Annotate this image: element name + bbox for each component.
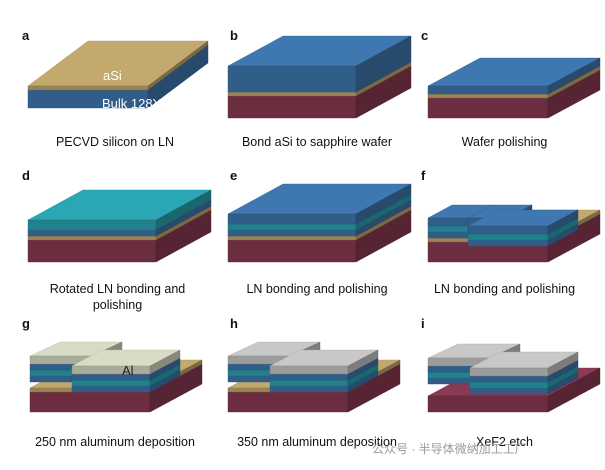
panel-e-layer-0-front [227,239,357,263]
panel-b-layer-2-side [355,35,412,93]
panel-d-layer-3-side [155,189,212,231]
panel-g-front-layer-3-front [71,365,151,375]
bulk-ln-layer-label: Bulk 128Y LN [102,96,182,111]
panel-d-layer-3-front [27,219,157,231]
panel-h-front-layer-1-front [269,379,349,387]
panel-b-layer-0-front [227,95,357,119]
panel-f-letter: f [421,168,426,183]
panel-g-base-layer-0-front [29,391,151,413]
panel-e-layer-3-front [227,223,357,231]
panel-i-letter: i [421,316,425,331]
panel-h-caption: 350 nm aluminum deposition [237,435,397,449]
panel-g-front-layer-0-front [71,385,151,393]
panel-g-letter: g [22,316,30,331]
panel-e-letter: e [230,168,238,183]
panel-h-front-layer-2-front [269,373,349,381]
panel-c-caption: Wafer polishing [461,135,548,149]
panel-i-front-layer-3-front [469,367,549,377]
panel-i-front-layer-1-front [469,381,549,389]
panel-c-layer-2-front [427,85,549,95]
panel-f-front-layer-1-front [467,233,549,241]
panel-i-front-layer-0-front [469,387,549,395]
panel-e-layer-2-front [227,229,357,237]
panel-i-base-layer-0-side [547,367,601,413]
panel-h-base-layer-0-front [227,391,349,413]
panel-c-layer-2-side [547,57,601,95]
panel-g-front-layer-2-front [71,373,151,381]
panel-f-back-layer-2-front [427,217,469,227]
panel-h-letter: h [230,316,238,331]
panel-f-back-layer-0-front [427,231,469,239]
panel-f-caption: LN bonding and polishing [433,282,576,296]
panel-g-front-layer-3-side [149,349,181,375]
panel-b-letter: b [230,28,238,43]
panel-g-front-layer-1-front [71,379,151,387]
panel-d-layer-0-front [27,239,157,263]
panel-f-front-layer-0-front [467,239,549,247]
panel-e-layer-4-front [227,213,357,225]
panel-a-caption: PECVD silicon on LN [55,135,175,149]
panel-d-layer-1-front [27,235,157,241]
panel-a-layer-1-side [147,40,209,91]
panel-f-front-layer-2-side [547,209,579,235]
watermark: 公众号 · 半导体微纳加工工厂 [372,442,527,456]
panel-i-base-layer-0-front [427,395,549,413]
panel-a-layer-1-front [27,85,149,91]
panel-i-front-layer-2-front [469,375,549,383]
panel-f-back-layer-1-front [427,225,469,233]
panel-d-caption: Rotated LN bonding and polishing [49,282,186,312]
panel-e-caption: LN bonding and polishing [246,282,388,296]
asi-layer-label: aSi [103,68,122,83]
panel-h-front-layer-0-front [269,385,349,393]
panel-b-caption: Bond aSi to sapphire wafer [241,135,393,149]
panel-i-caption: XeF2 etch [476,435,533,449]
panel-d-letter: d [22,168,30,183]
panel-h-front-layer-3-side [347,349,379,375]
panel-a-letter: a [22,28,30,43]
al-layer-label: Al [122,363,134,378]
panel-b-layer-2-front [227,65,357,93]
panel-f-front-layer-2-front [467,225,549,235]
panel-e-layer-1-front [227,235,357,241]
panel-c-letter: c [421,28,429,43]
panel-h-front-layer-3-front [269,365,349,375]
panel-d-layer-2-front [27,229,157,237]
panel-g-caption: 250 nm aluminum deposition [35,435,195,449]
panel-c-layer-0-front [427,97,549,119]
panel-i-front-layer-3-side [547,351,579,377]
panel-c-layer-1-front [427,93,549,99]
panel-b-layer-1-front [227,91,357,97]
panel-e-layer-4-side [355,183,412,225]
